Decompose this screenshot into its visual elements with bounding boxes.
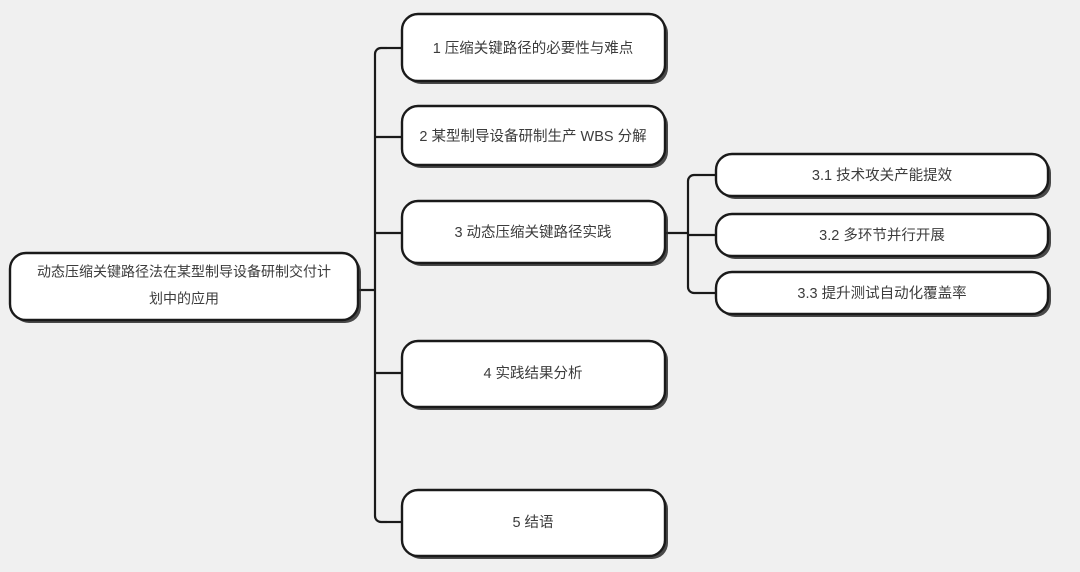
node-2[interactable]: 2 某型制导设备研制生产 WBS 分解	[400, 104, 668, 168]
node-3-1-box[interactable]	[714, 152, 1050, 198]
node-3-1-label: 3.1 技术攻关产能提效	[812, 167, 953, 184]
node-root-label-line1: 动态压缩关键路径法在某型制导设备研制交付计	[37, 264, 331, 280]
node-3-3-label: 3.3 提升测试自动化覆盖率	[797, 285, 966, 302]
node-5[interactable]: 5 结语	[400, 488, 668, 559]
node-root-label-line2: 划中的应用	[149, 291, 219, 307]
node-3-box[interactable]	[400, 199, 667, 265]
connector-root-spine	[373, 46, 387, 524]
node-root[interactable]: 动态压缩关键路径法在某型制导设备研制交付计 划中的应用	[8, 251, 361, 323]
node-3-label: 3 动态压缩关键路径实践	[454, 224, 611, 241]
node-3-3-box[interactable]	[714, 270, 1050, 316]
node-3-2[interactable]: 3.2 多环节并行开展	[714, 212, 1051, 259]
node-5-box[interactable]	[400, 488, 667, 558]
node-5-label: 5 结语	[512, 514, 553, 531]
node-4-label: 4 实践结果分析	[483, 365, 582, 382]
node-4-box[interactable]	[400, 339, 667, 409]
node-2-box[interactable]	[400, 104, 667, 167]
node-4[interactable]: 4 实践结果分析	[400, 339, 668, 410]
node-3-3[interactable]: 3.3 提升测试自动化覆盖率	[714, 270, 1051, 317]
node-1[interactable]: 1 压缩关键路径的必要性与难点	[400, 12, 668, 84]
connector-group-node-3	[665, 173, 716, 295]
node-3-2-label: 3.2 多环节并行开展	[819, 227, 945, 244]
node-1-box[interactable]	[400, 12, 667, 83]
node-2-label: 2 某型制导设备研制生产 WBS 分解	[419, 128, 646, 145]
node-3[interactable]: 3 动态压缩关键路径实践	[400, 199, 668, 266]
node-1-label: 1 压缩关键路径的必要性与难点	[433, 40, 634, 57]
connector-group-root	[358, 46, 402, 524]
node-3-2-box[interactable]	[714, 212, 1050, 258]
node-root-box[interactable]	[8, 251, 360, 322]
node-3-1[interactable]: 3.1 技术攻关产能提效	[714, 152, 1051, 199]
